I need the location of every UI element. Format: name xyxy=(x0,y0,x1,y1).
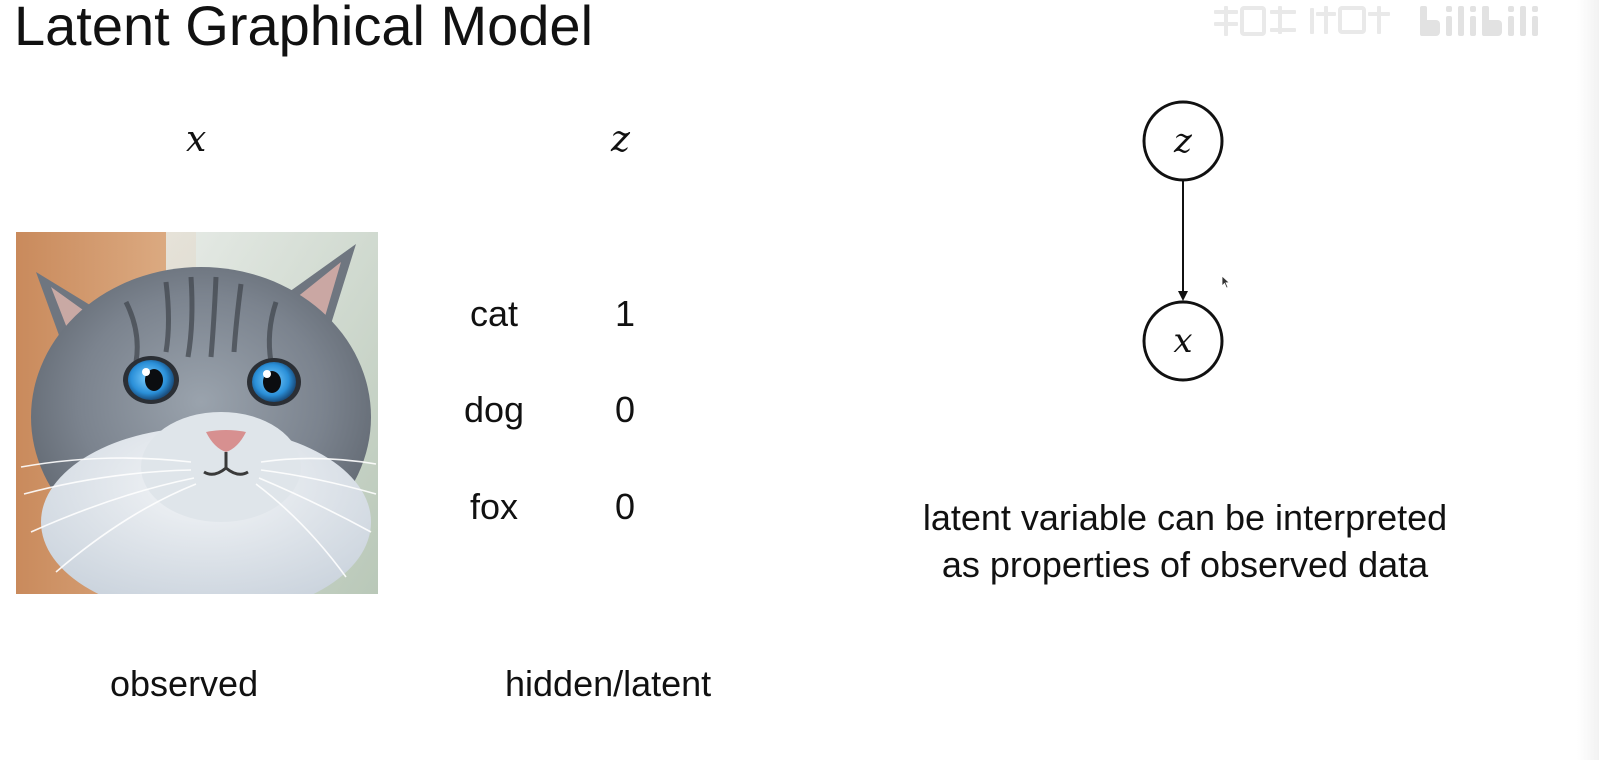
z-variable-label: z xyxy=(611,119,630,160)
x-variable-label: x xyxy=(186,119,207,160)
slide-title: Latent Graphical Model xyxy=(14,0,594,57)
category-value-cat: 1 xyxy=(614,293,636,334)
category-value-fox: 0 xyxy=(614,486,636,527)
graphical-model-diagram: z x xyxy=(1142,100,1224,382)
observed-caption: observed xyxy=(110,663,259,704)
category-value-dog: 0 xyxy=(614,389,636,430)
latent-caption: hidden/latent xyxy=(505,663,712,704)
mouse-pointer-icon xyxy=(1221,275,1231,289)
graph-description-line-2: as properties of observed data xyxy=(941,544,1429,585)
category-label-dog: dog xyxy=(463,389,525,430)
node-x xyxy=(1142,300,1224,382)
node-z-label: z xyxy=(1173,121,1193,161)
graph-description: latent variable can be interpreted as pr… xyxy=(860,494,1510,588)
window-edge-shadow xyxy=(1577,0,1599,760)
node-x-label: x xyxy=(1173,321,1192,361)
category-label-cat: cat xyxy=(469,293,519,334)
category-label-fox: fox xyxy=(469,486,519,527)
graph-description-line-1: latent variable can be interpreted xyxy=(922,497,1448,538)
cat-photo xyxy=(16,232,378,594)
bilibili-watermark-logo xyxy=(1214,6,1538,36)
